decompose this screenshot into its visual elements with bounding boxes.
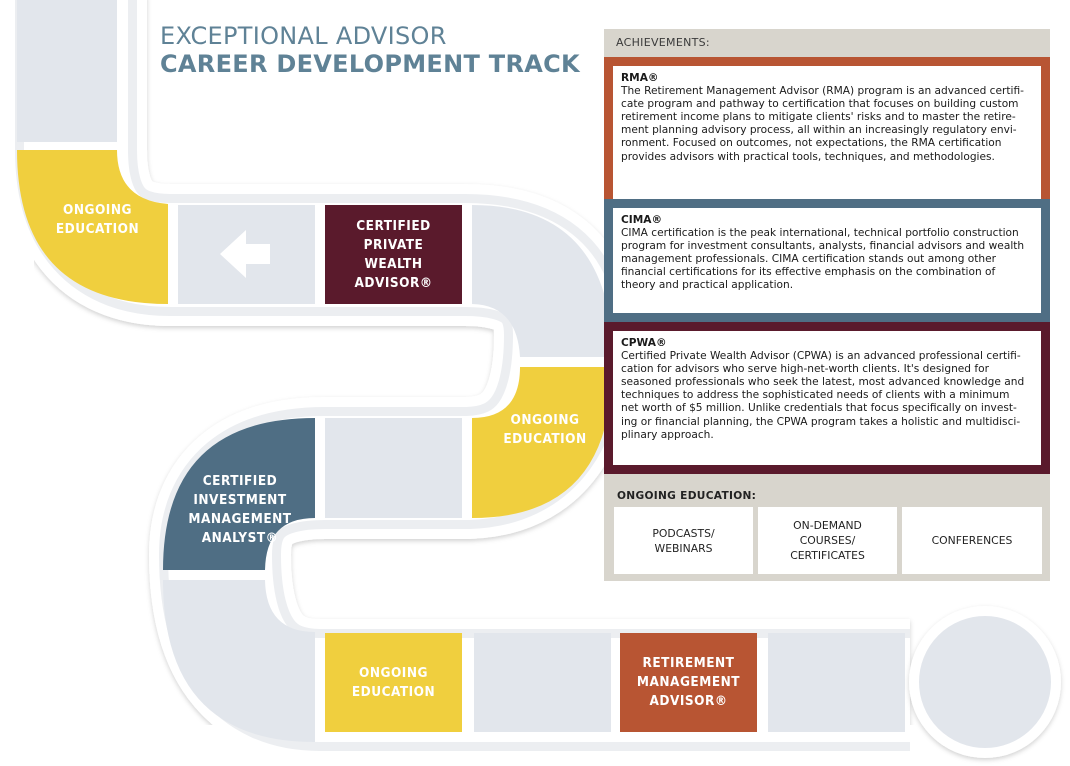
achievement-cpwa: CPWA® Certified Private Wealth Advisor (… xyxy=(604,322,1050,474)
track-tile-blank-4 xyxy=(163,580,315,742)
track-tile-start xyxy=(17,0,117,142)
achievements-heading: ACHIEVEMENTS: xyxy=(616,36,710,49)
tile-ongoing-2 xyxy=(472,367,612,518)
achievement-cpwa-title: CPWA® xyxy=(621,337,667,349)
page-title-line-1: EXCEPTIONAL ADVISOR xyxy=(160,22,447,50)
tile-ongoing-3 xyxy=(325,633,462,732)
achievement-rma-text: The Retirement Management Advisor (RMA) … xyxy=(621,85,1024,163)
tile-ongoing-1 xyxy=(17,150,168,304)
tile-cpwa xyxy=(325,205,462,304)
achievement-rma-title: RMA® xyxy=(621,72,659,84)
tile-ongoing-3-label: ONGOING EDUCATION xyxy=(351,664,436,700)
achievement-rma: RMA® The Retirement Management Advisor (… xyxy=(604,57,1050,227)
achievement-cpwa-text: Certified Private Wealth Advisor (CPWA) … xyxy=(621,350,1025,441)
tile-rma-label: RETIREMENT MANAGEMENT ADVISOR® xyxy=(636,655,741,709)
track-tile-blank-6 xyxy=(768,633,905,732)
ongoing-item-conferences: CONFERENCES xyxy=(902,507,1042,574)
ongoing-item-podcasts: PODCASTS/ WEBINARS xyxy=(614,507,753,574)
track-tile-blank-2 xyxy=(472,205,613,357)
achievement-cima-title: CIMA® xyxy=(621,214,663,226)
ongoing-item-courses: ON-DEMAND COURSES/ CERTIFICATES xyxy=(758,507,897,574)
tile-ongoing-1-label: ONGOING EDUCATION xyxy=(55,202,140,237)
achievement-cima: CIMA® CIMA certification is the peak int… xyxy=(604,199,1050,322)
tile-cima xyxy=(163,418,315,570)
tile-cima-label: CERTIFIED INVESTMENT MANAGEMENT ANALYST® xyxy=(188,473,292,546)
achievement-cima-text: CIMA certification is the peak internati… xyxy=(621,227,1025,292)
ongoing-education-heading: ONGOING EDUCATION: xyxy=(617,490,757,502)
page-title-line-2: CAREER DEVELOPMENT TRACK xyxy=(160,50,580,78)
track-tile-blank-3 xyxy=(325,418,462,518)
tile-rma xyxy=(620,633,757,732)
track-tile-blank-5 xyxy=(474,633,611,732)
tile-ongoing-2-label: ONGOING EDUCATION xyxy=(503,412,587,447)
left-arrow-icon xyxy=(220,230,270,278)
achievements-panel: ACHIEVEMENTS: RMA® The Retirement Manage… xyxy=(604,29,1050,581)
tile-cpwa-label: CERTIFIED PRIVATE WEALTH ADVISOR® xyxy=(354,217,433,291)
